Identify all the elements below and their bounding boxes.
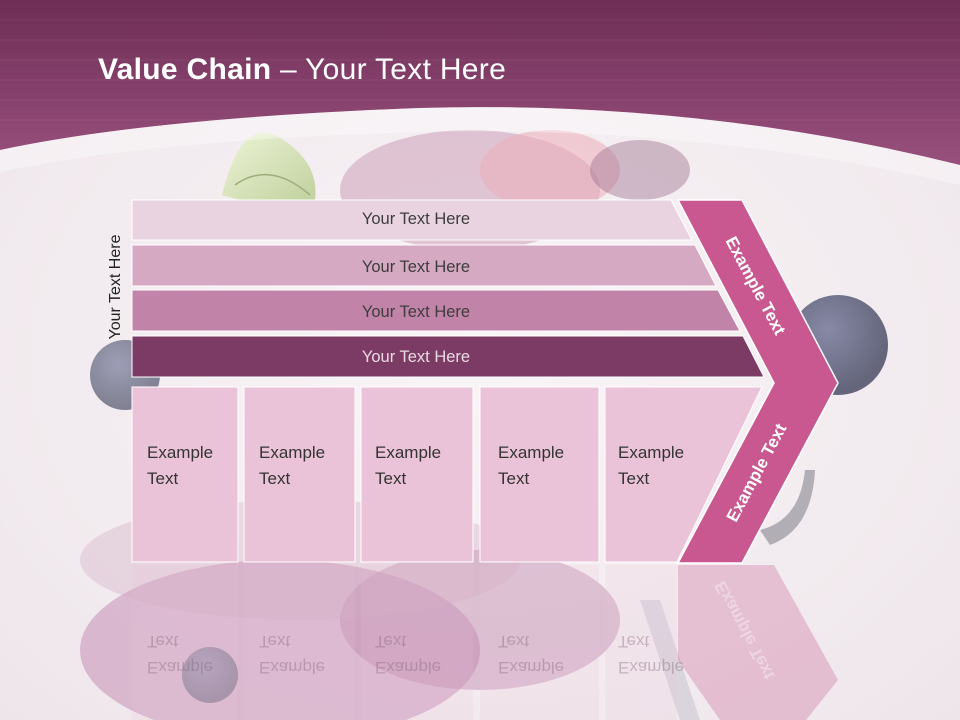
box-2-reflection: Example Text bbox=[259, 632, 326, 677]
box-4-reflection: Example Text bbox=[498, 632, 565, 677]
bar-2-label: Your Text Here bbox=[361, 258, 471, 276]
box-5-line1: Example bbox=[618, 443, 685, 462]
bar-3-label: Your Text Here bbox=[361, 303, 471, 321]
bar-2 bbox=[131, 244, 717, 287]
box-1 bbox=[131, 386, 239, 563]
box-3-label: Example Text bbox=[375, 440, 441, 492]
box-4-line1: Example bbox=[498, 443, 565, 462]
box-2-label: Example Text bbox=[259, 440, 325, 492]
page-title: Value Chain – Your Text Here bbox=[98, 53, 506, 87]
chevron-arrow bbox=[676, 199, 839, 564]
box-5-label: Example Text bbox=[618, 440, 684, 492]
box-5 bbox=[604, 386, 763, 563]
side-label: Your Text Here bbox=[107, 234, 124, 340]
box-1-reflection: Example Text bbox=[147, 632, 214, 677]
box-3-reflection: Example Text bbox=[375, 632, 442, 677]
box-2 bbox=[243, 386, 356, 563]
bar-4-label: Your Text Here bbox=[361, 348, 471, 366]
title-bold: Value Chain bbox=[98, 53, 272, 86]
box-1-line2: Text bbox=[147, 469, 179, 488]
title-rest: – Your Text Here bbox=[271, 53, 507, 86]
box-3 bbox=[360, 386, 474, 563]
bar-3 bbox=[131, 289, 741, 332]
bar-1 bbox=[131, 199, 693, 241]
box-4 bbox=[479, 386, 600, 563]
box-1-label: Example Text bbox=[147, 440, 213, 492]
box-5-reflection: Example Text bbox=[618, 632, 685, 677]
box-1-line1: Example bbox=[147, 443, 214, 462]
box-4-line2: Text bbox=[498, 469, 530, 488]
box-3-line1: Example bbox=[375, 443, 442, 462]
box-2-line1: Example bbox=[259, 443, 326, 462]
box-4-label: Example Text bbox=[498, 440, 564, 492]
box-5-line2: Text bbox=[618, 469, 650, 488]
box-3-line2: Text bbox=[375, 469, 407, 488]
box-2-line2: Text bbox=[259, 469, 291, 488]
bar-4 bbox=[131, 335, 765, 378]
bar-1-label: Your Text Here bbox=[361, 210, 471, 228]
